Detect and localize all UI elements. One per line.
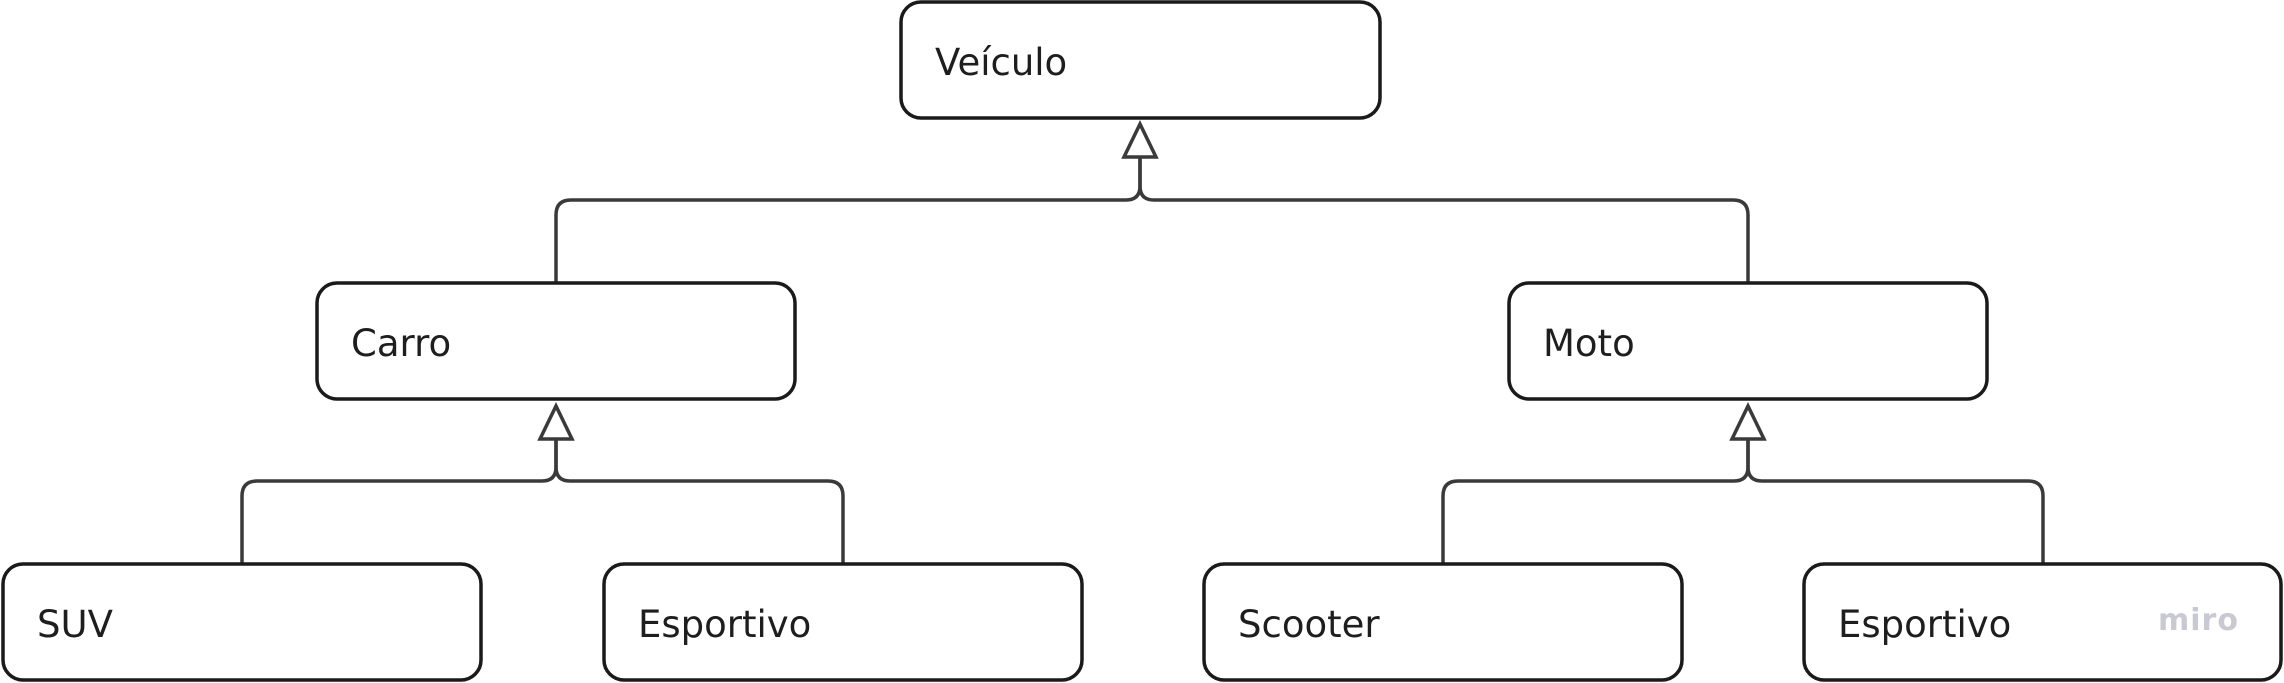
edge-moto-to-veiculo — [1138, 158, 1750, 282]
node-label: Veículo — [935, 41, 1067, 84]
inheritance-arrowhead-veiculo — [1121, 119, 1159, 159]
inheritance-arrowhead-carro — [537, 401, 575, 441]
node-box — [1, 562, 483, 682]
node-label: Esportivo — [1838, 603, 2011, 646]
node-label: Scooter — [1238, 603, 1380, 646]
edge-carro-to-veiculo — [554, 158, 1142, 282]
node-label: Moto — [1543, 322, 1635, 365]
node-label: SUV — [37, 603, 113, 646]
node-moto[interactable]: Moto — [1507, 281, 1989, 401]
edge-scooter-to-moto — [1441, 440, 1750, 563]
node-box — [602, 562, 1084, 682]
node-label: Esportivo — [638, 603, 811, 646]
node-veiculo[interactable]: Veículo — [899, 0, 1382, 120]
edge-suv-to-carro — [240, 440, 558, 563]
node-box — [1507, 281, 1989, 401]
node-box — [899, 0, 1382, 120]
miro-watermark: miro — [2158, 603, 2239, 638]
arrowheads — [537, 119, 1767, 441]
connectors — [240, 158, 2045, 563]
node-box — [1202, 562, 1684, 682]
node-carro[interactable]: Carro — [315, 281, 797, 401]
inheritance-arrowhead-moto — [1729, 401, 1767, 441]
edge-esportivo-carro-to-carro — [554, 440, 845, 563]
node-label: Carro — [351, 322, 451, 365]
node-esportivo-carro[interactable]: Esportivo — [602, 562, 1084, 682]
node-suv[interactable]: SUV — [1, 562, 483, 682]
edge-esportivo-moto-to-moto — [1746, 440, 2045, 563]
node-scooter[interactable]: Scooter — [1202, 562, 1684, 682]
node-box — [315, 281, 797, 401]
node-esportivo-moto[interactable]: Esportivo — [1802, 562, 2283, 682]
node-box — [1802, 562, 2283, 682]
